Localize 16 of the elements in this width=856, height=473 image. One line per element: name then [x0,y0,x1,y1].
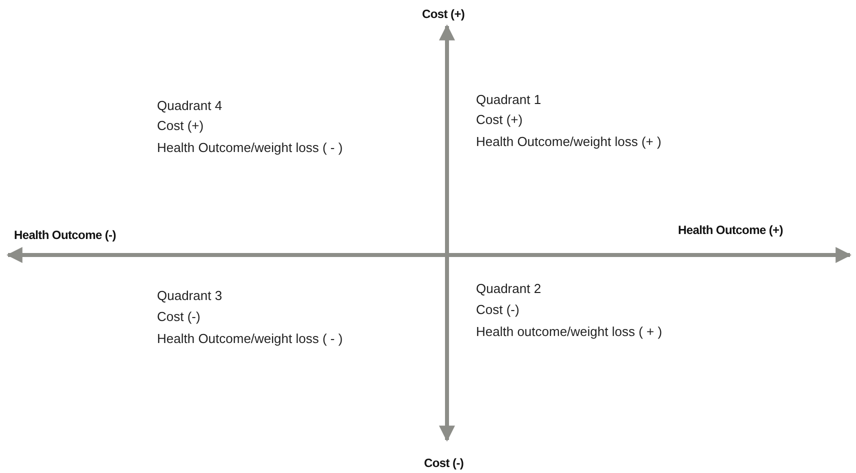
quadrant-text: Health Outcome/weight loss ( - ) [157,140,343,156]
quadrant-title: Quadrant 3 [157,288,222,304]
quadrant-text: Health Outcome/weight loss ( - ) [157,331,343,347]
quadrant-text: Cost (+) [157,118,204,134]
axis-label: Cost (-) [424,455,464,471]
axis-label: Cost (+) [422,6,465,22]
quadrant-text: Health outcome/weight loss ( + ) [476,324,662,340]
quadrant-text: Cost (+) [476,112,523,128]
quadrant-title: Quadrant 4 [157,98,222,114]
axis-label: Health Outcome (-) [14,227,116,243]
quadrant-text: Cost (-) [157,309,200,325]
axis-label: Health Outcome (+) [678,222,783,238]
quadrant-title: Quadrant 2 [476,281,542,297]
quadrant-title: Quadrant 1 [476,92,542,108]
quadrant-text: Cost (-) [476,302,520,318]
quadrant-text: Health Outcome/weight loss (+ ) [476,134,662,150]
